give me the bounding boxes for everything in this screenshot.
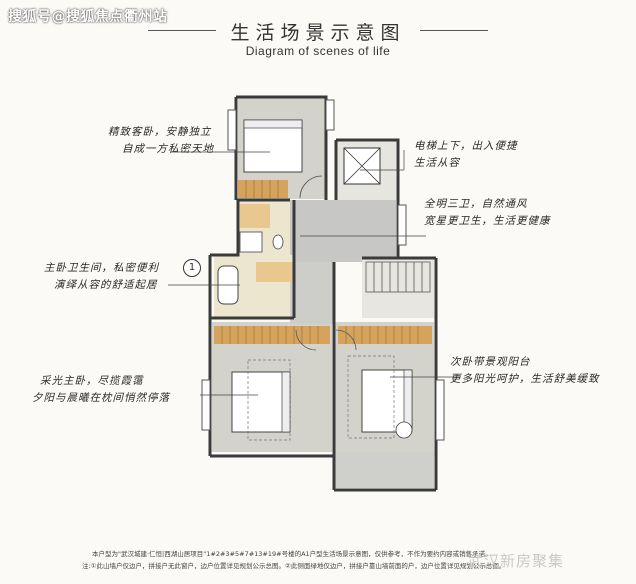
annotation-bathrooms: 全明三卫，自然通风 宽星更卫生，生活更健康 bbox=[424, 196, 551, 230]
annotation-line: 演绎从容的舒适起居 bbox=[54, 279, 158, 291]
annotation-line: 精致客卧，安静独立 bbox=[108, 126, 212, 138]
windows bbox=[201, 99, 445, 441]
watermark-top: 搜狐号@搜狐焦点衢州站 bbox=[8, 9, 168, 25]
door-swings bbox=[295, 175, 357, 351]
annotation-line: 宽星更卫生，生活更健康 bbox=[424, 215, 551, 227]
annotation-elevator: 电梯上下，出入便捷 生活从容 bbox=[414, 138, 518, 172]
bath-cabinet-2 bbox=[256, 262, 292, 282]
bed-bedroom-2 bbox=[243, 119, 303, 173]
shower bbox=[239, 231, 263, 253]
leader-lines bbox=[168, 150, 460, 396]
beds bbox=[217, 119, 413, 439]
annotation-line: 更多阳光呵护，生活舒美缓致 bbox=[450, 373, 600, 385]
annotation-second-bedroom: 次卧带景观阳台 更多阳光呵护，生活舒美缓致 bbox=[450, 354, 600, 388]
title-rule-right bbox=[420, 30, 488, 31]
title-rule-left bbox=[148, 30, 216, 31]
title-chinese: 生活场景示意图 bbox=[230, 22, 406, 44]
rugs bbox=[247, 355, 395, 441]
annotation-line: 自成一方私密天地 bbox=[122, 143, 214, 155]
annotation-master-bedroom: 采光主卧，尽揽霞霭 夕阳与晨曦在枕间悄然停落 bbox=[32, 373, 170, 407]
wardrobe-master bbox=[214, 326, 330, 344]
annotation-line: 全明三卫，自然通风 bbox=[424, 198, 528, 210]
wall-marker-1: 1 bbox=[183, 259, 201, 277]
annotation-line: 生活从容 bbox=[414, 157, 460, 169]
wardrobes bbox=[214, 180, 432, 344]
annotation-line: 采光主卧，尽揽霞霭 bbox=[40, 375, 144, 387]
annotation-line: 次卧带景观阳台 bbox=[450, 356, 531, 368]
bath-cabinet bbox=[240, 204, 270, 228]
title-english: Diagram of scenes of life bbox=[245, 44, 391, 58]
master-corridor bbox=[290, 262, 334, 324]
wardrobe-bedroom-2 bbox=[238, 180, 288, 198]
stairs bbox=[365, 261, 431, 293]
balcony-floor bbox=[334, 452, 434, 488]
annotation-bedroom-2: 精致客卧，安静独立 自成一方私密天地 bbox=[108, 124, 214, 158]
annotation-line: 电梯上下，出入便捷 bbox=[414, 140, 518, 152]
footnote-1: 本户型为"武汉城建·仁恒|西湖山居项目"1#2#3#5#7#13#19#号楼的A… bbox=[92, 550, 492, 558]
annotation-line: 主卧卫生间，私密便利 bbox=[44, 262, 159, 274]
walls bbox=[208, 95, 438, 492]
toilet bbox=[272, 234, 284, 250]
balcony-chair bbox=[395, 421, 413, 439]
corridor-floor bbox=[290, 200, 396, 262]
watermark-bottom: 武汉新房聚集 bbox=[468, 552, 565, 570]
wardrobe-second bbox=[338, 326, 432, 344]
footnote-2: 注:①此山墙户仅边户，拼接户无此窗户，边户位置详见规划公示总图。②此侧面绿地仅边… bbox=[82, 562, 506, 570]
annotation-master-bath: 主卧卫生间，私密便利 演绎从容的舒适起居 bbox=[44, 260, 159, 294]
bed-master bbox=[231, 371, 291, 433]
annotation-line: 夕阳与晨曦在枕间悄然停落 bbox=[32, 392, 170, 404]
